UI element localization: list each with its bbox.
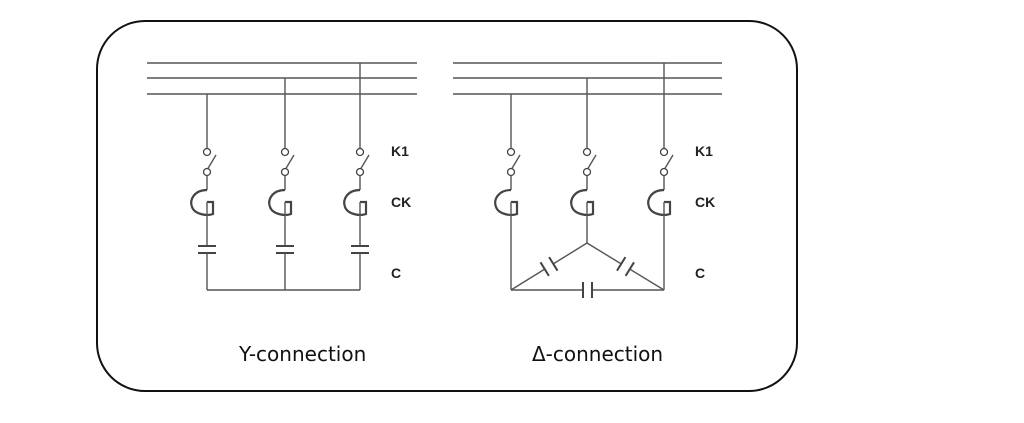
phase-branch [190, 94, 217, 290]
switch-contact [582, 147, 592, 157]
reactor-coil [343, 188, 368, 216]
switch-blade [663, 154, 674, 171]
reactor-coil [268, 188, 293, 216]
switch-blade [359, 154, 370, 171]
y-connection-circuit [147, 62, 417, 291]
switch-blade [284, 154, 295, 171]
delta-capacitor-right [616, 256, 635, 277]
reactor-coil [570, 188, 595, 216]
switch-contact [280, 147, 290, 157]
phase-branch [343, 63, 370, 290]
capacitor-plate [539, 261, 550, 277]
delta-wire [552, 242, 588, 265]
capacitor-plate [616, 256, 627, 272]
delta-connection-caption: Δ-connection [532, 342, 663, 366]
switch-contact [659, 167, 669, 177]
delta-wire [510, 268, 546, 291]
phase-branch [570, 78, 597, 216]
switch-contact [355, 167, 365, 177]
y-connection-caption: Y-connection [238, 342, 366, 366]
phase-branch [647, 63, 674, 216]
delta-wire [629, 268, 665, 291]
switch-blade [510, 154, 521, 171]
phase-branch [494, 94, 521, 216]
switch-contact [506, 167, 516, 177]
delta-capacitor-left [539, 256, 559, 277]
switch-contact [506, 147, 516, 157]
switch-contact [355, 147, 365, 157]
delta-capacitor-bottom [582, 282, 593, 298]
switch-blade [206, 154, 217, 171]
capacitor-plate [548, 256, 559, 272]
reactor-coil [647, 188, 672, 216]
reactor-coil [494, 188, 519, 216]
diagram-frame [96, 20, 798, 392]
delta-connection-circuit [453, 62, 722, 298]
y-label-c: C [391, 265, 401, 281]
y-busbars [147, 62, 417, 95]
delta-wire [586, 242, 622, 265]
switch-contact [202, 167, 212, 177]
switch-contact [659, 147, 669, 157]
switch-contact [582, 167, 592, 177]
delta-phase-branches [494, 63, 674, 216]
phase-branch [268, 78, 295, 290]
delta-label-k1: K1 [695, 143, 713, 159]
y-label-ck: CK [391, 194, 411, 210]
y-phase-branches [190, 63, 370, 290]
capacitor-plate [624, 261, 635, 277]
delta-label-c: C [695, 265, 705, 281]
switch-contact [202, 147, 212, 157]
delta-triangle [510, 216, 665, 298]
reactor-coil [190, 188, 215, 216]
delta-label-ck: CK [695, 194, 715, 210]
switch-blade [586, 154, 597, 171]
y-label-k1: K1 [391, 143, 409, 159]
switch-contact [280, 167, 290, 177]
